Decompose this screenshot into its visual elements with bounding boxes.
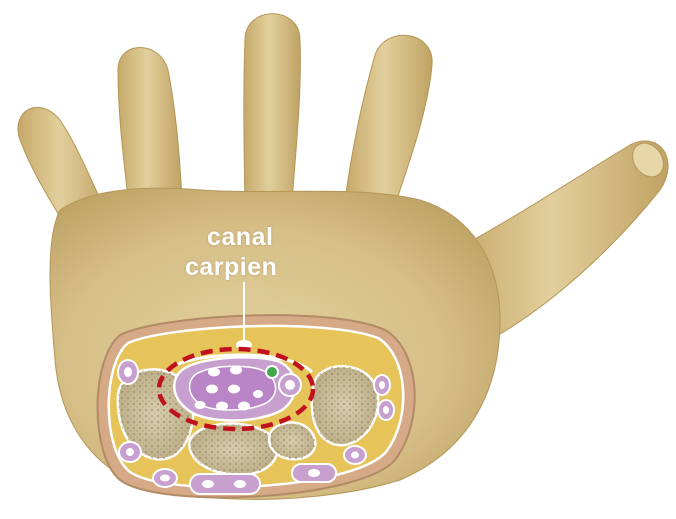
tendon-left-bottom-core: [126, 448, 134, 456]
median-nerve: [266, 366, 278, 378]
tendon-left-top-core: [124, 367, 132, 377]
label-canal: canal: [207, 222, 273, 252]
tendon-bottom-3-core: [308, 469, 320, 477]
tendon-bottom-2: [190, 474, 260, 494]
flexor-pollicis-tendon-core: [285, 380, 295, 390]
flexor-tendon-7: [238, 402, 250, 411]
tendon-bottom-2-core-a: [202, 480, 214, 488]
tendon-bottom-2-core-b: [234, 480, 246, 488]
flexor-tendon-5: [195, 401, 206, 409]
label-carpien: carpien: [185, 252, 277, 282]
flexor-tendon-8: [253, 390, 263, 398]
index-finger: [345, 35, 432, 205]
flexor-tendon-3: [206, 385, 218, 394]
flexor-tendon-2: [230, 366, 242, 375]
tendon-right-2-core: [383, 406, 389, 414]
middle-finger: [244, 14, 301, 205]
flexor-tendon-1: [208, 368, 220, 377]
tendon-bottom-1-core: [160, 475, 170, 482]
flexor-tendon-6: [216, 402, 228, 411]
tendon-right-bottom-core: [351, 452, 359, 459]
flexor-tendon-4: [228, 385, 240, 394]
tendon-right-1-core: [379, 381, 385, 389]
wrist-cross-section: [98, 315, 415, 497]
